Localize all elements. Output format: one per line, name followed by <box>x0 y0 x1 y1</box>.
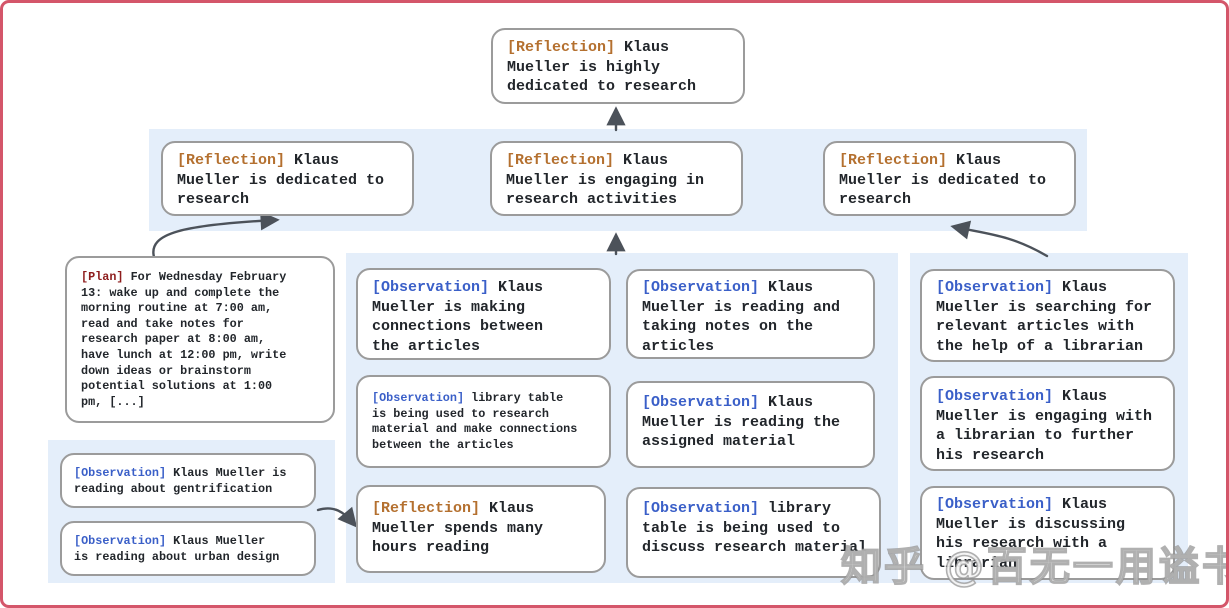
reflection-node-1: [Reflection] Klaus Mueller is dedicated … <box>161 141 414 216</box>
node-text: library table is being used to discuss r… <box>642 500 868 556</box>
observation-node-taking-notes: [Observation] Klaus Mueller is reading a… <box>626 269 875 359</box>
observation-node-gentrification: [Observation] Klaus Mueller is reading a… <box>60 453 316 508</box>
node-text: Klaus Mueller is reading about urban des… <box>74 534 280 564</box>
reflection-node-hours-reading: [Reflection] Klaus Mueller spends many h… <box>356 485 606 573</box>
node-text: library table is being used to research … <box>372 391 578 452</box>
observation-node-assigned-material: [Observation] Klaus Mueller is reading t… <box>626 381 875 468</box>
observation-tag: [Observation] <box>74 466 167 480</box>
plan-node: [Plan] For Wednesday February 13: wake u… <box>65 256 335 423</box>
reflection-tag: [Reflection] <box>507 39 616 56</box>
node-text: Klaus Mueller is reading and taking note… <box>642 279 841 355</box>
observation-tag: [Observation] <box>936 496 1054 513</box>
node-text: Klaus Mueller is highly dedicated to res… <box>507 39 697 95</box>
arrow-right-to-reflection3 <box>950 220 1049 258</box>
observation-node-library-table-research: [Observation] library table is being use… <box>356 375 611 468</box>
observation-tag: [Observation] <box>936 279 1054 296</box>
node-text: Klaus Mueller is dedicated to research <box>177 152 385 208</box>
reflection-tag: [Reflection] <box>839 152 948 169</box>
node-text: Klaus Mueller is discussing his research… <box>936 496 1126 572</box>
node-text: For Wednesday February 13: wake up and c… <box>81 270 287 409</box>
observation-tag: [Observation] <box>372 391 465 405</box>
reflection-tag: [Reflection] <box>177 152 286 169</box>
observation-node-discussing-librarian: [Observation] Klaus Mueller is discussin… <box>920 486 1175 580</box>
node-text: Klaus Mueller is making connections betw… <box>372 279 544 355</box>
plan-tag: [Plan] <box>81 270 124 284</box>
observation-node-library-table-discuss: [Observation] library table is being use… <box>626 487 881 578</box>
reflection-node-3: [Reflection] Klaus Mueller is dedicated … <box>823 141 1076 216</box>
observation-node-searching-articles: [Observation] Klaus Mueller is searching… <box>920 269 1175 362</box>
reflection-tag: [Reflection] <box>506 152 615 169</box>
observation-tag: [Observation] <box>372 279 490 296</box>
observation-node-connections: [Observation] Klaus Mueller is making co… <box>356 268 611 360</box>
watermark: 知乎 @百无一用谥书生 <box>840 543 1226 591</box>
node-text: Klaus Mueller is reading the assigned ma… <box>642 394 841 450</box>
node-text: Klaus Mueller is reading about gentrific… <box>74 466 287 496</box>
node-text: Klaus Mueller is engaging in research ac… <box>506 152 705 208</box>
observation-tag: [Observation] <box>642 500 760 517</box>
reflection-node-2: [Reflection] Klaus Mueller is engaging i… <box>490 141 743 216</box>
node-text: Klaus Mueller is searching for relevant … <box>936 279 1153 355</box>
observation-tag: [Observation] <box>74 534 167 548</box>
observation-tag: [Observation] <box>642 394 760 411</box>
reflection-node-root: [Reflection] Klaus Mueller is highly ded… <box>491 28 745 104</box>
observation-node-engaging-librarian: [Observation] Klaus Mueller is engaging … <box>920 376 1175 471</box>
node-text: Klaus Mueller is engaging with a librari… <box>936 388 1153 464</box>
node-text: Klaus Mueller is dedicated to research <box>839 152 1047 208</box>
observation-node-urban-design: [Observation] Klaus Mueller is reading a… <box>60 521 316 576</box>
reflection-tag: [Reflection] <box>372 500 481 517</box>
node-text: Klaus Mueller spends many hours reading <box>372 500 544 556</box>
observation-tag: [Observation] <box>936 388 1054 405</box>
observation-tag: [Observation] <box>642 279 760 296</box>
